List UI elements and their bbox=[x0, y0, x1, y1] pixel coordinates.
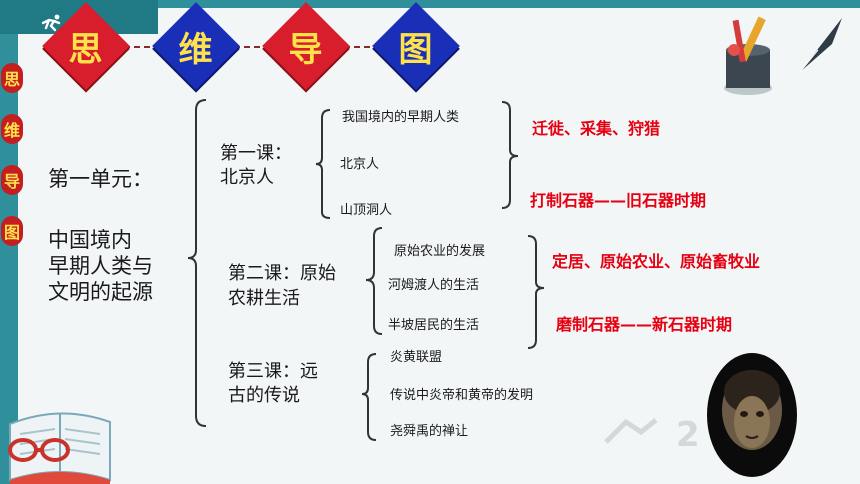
lesson-title-line: 第一课： bbox=[220, 143, 292, 164]
lesson-item: 传说中炎帝和黄帝的发明 bbox=[390, 388, 534, 403]
lesson-title-line: 第二课：原始 bbox=[228, 263, 336, 284]
unit-title-line: 中国境内 bbox=[48, 228, 132, 252]
header-tile-label: 思 bbox=[68, 30, 104, 70]
side-tag: 维 bbox=[1, 114, 23, 144]
lesson-title-line: 农耕生活 bbox=[228, 288, 300, 309]
early-human-portrait bbox=[707, 353, 797, 477]
summary-text: 迁徙、采集、狩猎 bbox=[532, 119, 661, 138]
summary-text: 打制石器——旧石器时期 bbox=[530, 191, 707, 210]
lesson-item: 原始农业的发展 bbox=[394, 244, 486, 259]
unit-title-line: 早期人类与 bbox=[48, 254, 153, 278]
lesson-item: 尧舜禹的禅让 bbox=[390, 424, 469, 439]
side-tag: 图 bbox=[1, 216, 23, 246]
lesson-item: 我国境内的早期人类 bbox=[342, 110, 460, 125]
svg-text:2: 2 bbox=[676, 415, 700, 455]
lesson-title-line: 第三课：远 bbox=[228, 361, 318, 382]
side-tag: 导 bbox=[1, 165, 23, 195]
lesson-item: 半坡居民的生活 bbox=[388, 318, 480, 333]
glasses-icon bbox=[8, 438, 70, 462]
open-book-icon bbox=[9, 412, 111, 484]
runner-logo-icon bbox=[41, 14, 61, 32]
watermark-logo: 2 bbox=[596, 402, 846, 462]
summary-text: 磨制石器——新石器时期 bbox=[556, 315, 733, 334]
lesson-item: 河姆渡人的生活 bbox=[388, 278, 480, 293]
unit-label: 第一单元： bbox=[48, 167, 153, 191]
lesson-item: 山顶洞人 bbox=[340, 203, 393, 218]
lesson-item: 炎黄联盟 bbox=[390, 350, 443, 365]
header-tile-label: 维 bbox=[178, 30, 214, 70]
lesson-title-line: 北京人 bbox=[220, 167, 274, 188]
header-connector bbox=[64, 46, 434, 48]
lesson-title-line: 古的传说 bbox=[228, 385, 300, 406]
lesson-item: 北京人 bbox=[340, 157, 380, 172]
header-tile-label: 导 bbox=[288, 30, 324, 70]
unit-title-line: 文明的起源 bbox=[48, 280, 153, 304]
summary-text: 定居、原始农业、原始畜牧业 bbox=[552, 252, 761, 271]
side-tag: 思 bbox=[1, 63, 23, 93]
header-tile-label: 图 bbox=[398, 30, 434, 70]
pencil-cup-icon bbox=[724, 16, 842, 95]
